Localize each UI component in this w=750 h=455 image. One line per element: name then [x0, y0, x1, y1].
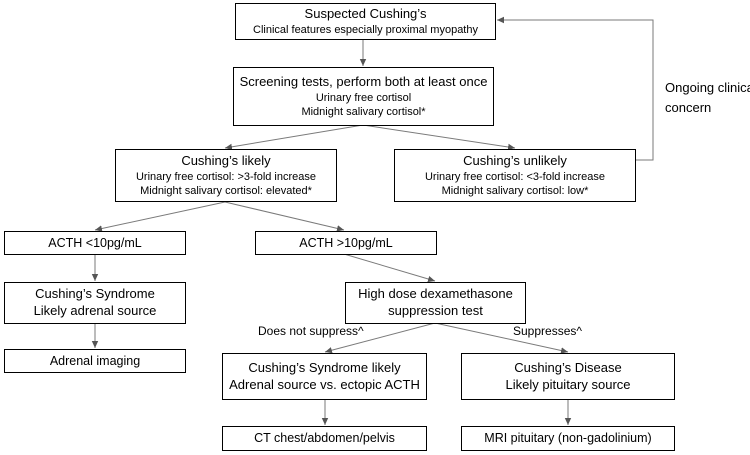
label-line: concern: [665, 100, 712, 116]
syndrome-likely-box: Cushing’s Syndrome likely Adrenal source…: [222, 353, 427, 400]
screening-tests-box: Screening tests, perform both at least o…: [233, 67, 494, 126]
dexamethasone-test-box: High dose dexamethasone suppression test: [345, 282, 526, 324]
arrow-unlikely-to-suspected: [497, 16, 654, 161]
mri-box: MRI pituitary (non-gadolinium): [461, 426, 675, 451]
cushings-unlikely-box: Cushing’s unlikely Urinary free cortisol…: [394, 149, 636, 202]
box-line: Midnight salivary cortisol: elevated*: [140, 184, 312, 197]
suspected-cushings-box: Suspected Cushing’s Clinical features es…: [235, 3, 496, 40]
box-line: Likely adrenal source: [33, 303, 157, 318]
arrow-screening-to-likely: [224, 124, 364, 151]
suppresses-label: Suppresses^: [513, 324, 582, 338]
box-line: Midnight salivary cortisol*: [301, 105, 426, 118]
arrow-likely-to-acth-high: [224, 201, 345, 232]
label-line: Ongoing clinical: [665, 80, 750, 95]
arrow-dexamethasone-to-syndrome-likely: [324, 322, 436, 354]
ct-box: CT chest/abdomen/pelvis: [222, 426, 427, 451]
cushings-likely-box: Cushing’s likely Urinary free cortisol: …: [115, 149, 337, 202]
box-title: CT chest/abdomen/pelvis: [254, 431, 395, 446]
arrow-dexamethasone-to-disease: [434, 322, 569, 354]
box-title: Cushing’s Disease: [514, 359, 622, 375]
box-title: ACTH >10pg/mL: [299, 235, 393, 250]
box-title: ACTH <10pg/mL: [48, 235, 142, 250]
box-title: Cushing’s Syndrome: [35, 286, 155, 302]
box-line: suppression test: [388, 303, 483, 318]
acth-low-box: ACTH <10pg/mL: [4, 231, 186, 255]
box-title: High dose dexamethasone: [358, 286, 513, 302]
adrenal-imaging-box: Adrenal imaging: [4, 349, 186, 373]
ongoing-concern-label: Ongoing clinical concern: [665, 78, 750, 118]
arrow-screening-to-unlikely: [362, 124, 516, 151]
box-line: Adrenal source vs. ectopic ACTH: [229, 376, 420, 392]
box-title: Screening tests, perform both at least o…: [239, 73, 488, 89]
arrow-likely-to-acth-low: [94, 201, 226, 232]
box-line: Urinary free cortisol: >3-fold increase: [135, 170, 317, 183]
box-line: Clinical features especially proximal my…: [253, 23, 478, 36]
box-title: Cushing’s Syndrome likely: [248, 359, 401, 375]
box-line: Urinary free cortisol: <3-fold increase: [424, 170, 606, 183]
acth-high-box: ACTH >10pg/mL: [255, 231, 437, 255]
box-line: Likely pituitary source: [505, 376, 631, 392]
box-title: Cushing’s likely: [181, 152, 271, 168]
box-title: Adrenal imaging: [49, 353, 141, 368]
box-title: Cushing’s unlikely: [463, 152, 567, 168]
box-title: MRI pituitary (non-gadolinium): [484, 431, 652, 446]
box-line: Midnight salivary cortisol: low*: [441, 184, 589, 197]
box-title: Suspected Cushing’s: [304, 5, 427, 21]
does-not-suppress-label: Does not suppress^: [258, 324, 364, 338]
cushings-disease-box: Cushing’s Disease Likely pituitary sourc…: [461, 353, 675, 400]
arrow-acth-high-to-dexamethasone: [343, 253, 436, 283]
box-line: Urinary free cortisol: [315, 91, 412, 104]
syndrome-adrenal-box: Cushing’s Syndrome Likely adrenal source: [4, 282, 186, 324]
